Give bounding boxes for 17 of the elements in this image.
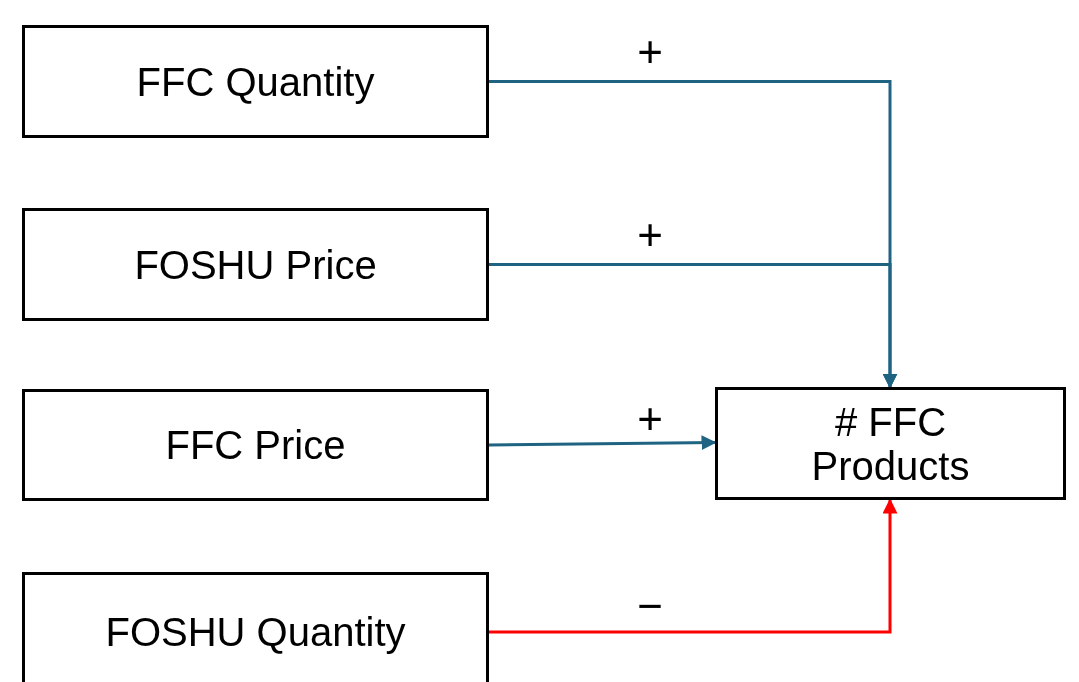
- arrow: [489, 498, 898, 634]
- process-box: [22, 25, 489, 138]
- box-label: FOSHU Quantity: [104, 610, 407, 654]
- box-label: FFC Price: [164, 423, 347, 467]
- box-label: FOSHU Price: [133, 242, 378, 287]
- process-box: [22, 208, 489, 321]
- process-box: [22, 572, 489, 682]
- edge-label: −: [637, 584, 663, 628]
- edge-label: +: [637, 29, 663, 74]
- process-box: [715, 387, 1066, 500]
- box-label: FFC Quantity: [135, 59, 376, 104]
- process-box: [22, 389, 489, 501]
- edge-label: +: [637, 397, 663, 441]
- arrow: [489, 435, 717, 451]
- box-label: # FFC Products: [810, 399, 971, 488]
- edge-label: +: [637, 212, 663, 257]
- arrow: [489, 263, 898, 389]
